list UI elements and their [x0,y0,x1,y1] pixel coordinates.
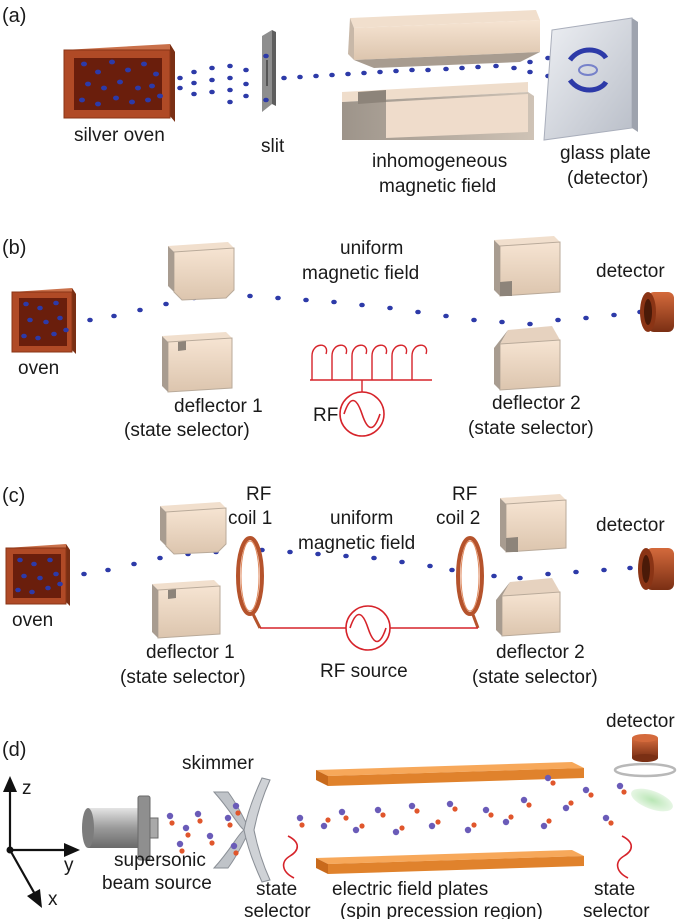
deflector-2-c-label-2: (state selector) [472,667,598,688]
rf-coil-1 [236,536,264,629]
skimmer-label: skimmer [182,753,254,774]
plates-label-1: electric field plates [332,879,488,900]
oven-b-label: oven [18,358,59,379]
oven-c [5,544,70,606]
molecules-precession-region [296,774,627,836]
state-selector-1-label-1: state [256,879,297,900]
magnet-label-1: inhomogeneous [372,151,507,172]
deflector-2-b-bottom [494,326,561,391]
panel-c-letter: (c) [2,485,25,507]
deflector-1-c-top [160,502,227,555]
rf-coil-1-label-1: RF [246,484,271,505]
deflector-1-b-label-1: deflector 1 [174,396,263,417]
rf-coil-2-label-1: RF [452,484,477,505]
uniform-field-c-label-2: magnetic field [298,533,415,554]
panel-c: (c) oven [2,484,674,688]
glass-plate-label-2: (detector) [567,168,648,189]
deflector-2-c-bottom [496,578,561,637]
uniform-field-c-label-1: uniform [330,508,393,529]
magnet-label-2: magnetic field [379,176,496,197]
oven-atoms [79,59,163,107]
electric-field-plate-bottom [316,850,584,874]
plates-label-2: (spin precession region) [340,901,543,919]
deflector-2-b-label-2: (state selector) [468,418,594,439]
glass-plate-detector [543,17,638,141]
molecules-source-region [166,802,241,856]
rf-b-label: RF [313,405,338,426]
deflector-2-b-label-1: deflector 2 [492,393,581,414]
state-selector-2-label-2: selector [583,901,650,919]
inhomogeneous-magnet [342,10,540,140]
supersonic-beam-source [82,795,159,861]
axis-y-label: y [64,855,74,876]
state-selector-2-wave [616,835,633,879]
atom-beam-a-1 [177,63,249,105]
deflector-2-c-top [500,494,567,553]
deflector-1-c-bottom [152,580,221,639]
rf-coil-2-label-2: coil 2 [436,508,480,529]
rf-coil-1-label-2: coil 1 [228,508,272,529]
atom-beam-c [81,547,633,581]
rf-source-c [345,605,391,651]
rf-source-b [339,391,385,437]
silver-oven-label: silver oven [74,125,165,146]
deflector-1-b-bottom [162,332,233,393]
detector-b-label: detector [596,261,665,282]
beam-source-label-2: beam source [102,873,212,894]
detector-d-label: detector [606,711,675,732]
silver-oven [63,44,175,122]
deflector-1-c-label-1: deflector 1 [146,642,235,663]
oven-b [11,288,76,354]
electric-field-plate-top [316,762,584,786]
panel-b: (b) oven [2,236,674,441]
beam-source-label-1: supersonic [114,850,206,871]
deflector-2-c-label-1: deflector 2 [496,642,585,663]
deflector-1-b-top [168,242,235,301]
axis-z-label: z [22,778,32,799]
skimmer [212,777,271,883]
state-selector-1-wave [282,835,299,879]
panel-b-letter: (b) [2,237,26,259]
panel-a: (a) silver oven [2,5,651,197]
glass-plate-label-1: glass plate [560,143,651,164]
detector-c [638,548,674,590]
deflector-2-b-top [494,236,561,297]
deflector-1-b-label-2: (state selector) [124,420,250,441]
uniform-field-b-label-2: magnetic field [302,263,419,284]
state-selector-1-label-2: selector [244,901,311,919]
atom-beam-b [87,293,643,327]
deflector-1-c-label-2: (state selector) [120,667,246,688]
detector-b [640,292,674,332]
rf-source-c-label: RF source [320,661,408,682]
detector-d [613,734,677,812]
oven-c-label: oven [12,610,53,631]
coordinate-axes [3,776,80,908]
slit [262,30,276,112]
detector-c-label: detector [596,515,665,536]
panel-d: (d) z y x supersonic beam source skim [2,711,677,919]
slit-label: slit [261,136,285,157]
panel-a-letter: (a) [2,5,26,27]
axis-x-label: x [48,889,58,910]
panel-d-letter: (d) [2,739,26,761]
uniform-field-b-label-1: uniform [340,238,403,259]
rf-field-lines-b [310,344,432,392]
state-selector-2-label-1: state [594,879,635,900]
rf-coil-2 [456,536,484,629]
